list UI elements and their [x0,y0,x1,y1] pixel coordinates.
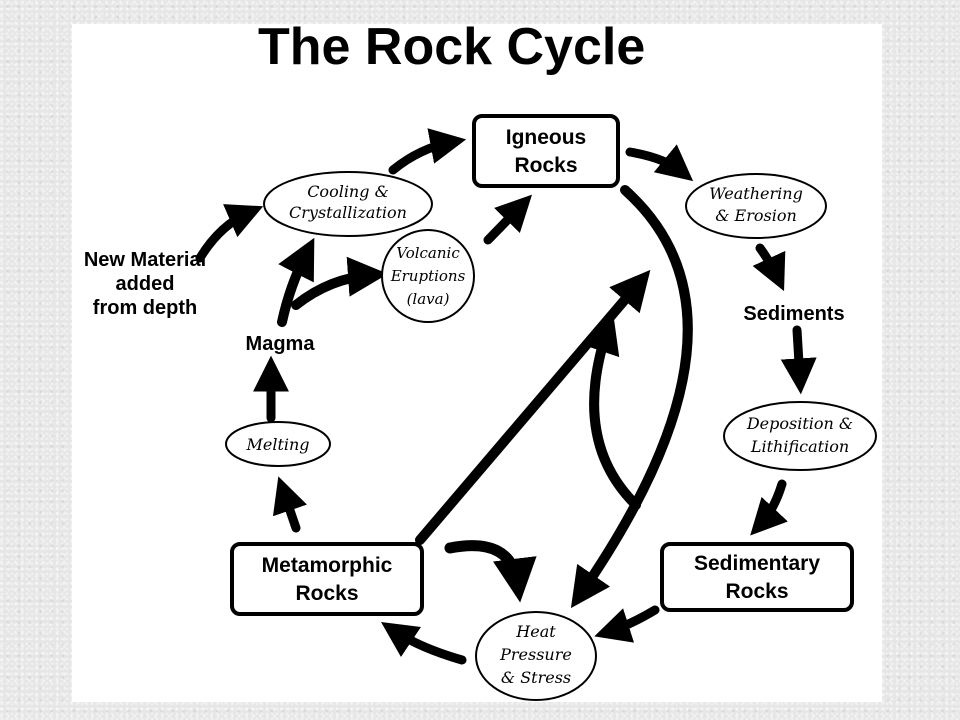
sedimentary-line-2: Rocks [725,580,788,603]
melting-label: Melting [245,435,309,454]
arrow-sediments-to-deposition [780,325,817,395]
sediments-label: Sediments [743,303,844,325]
arrow-new-material-to-cooling [195,204,264,263]
new-material-line-3: from depth [93,297,197,319]
heat-line-3: & Stress [501,668,571,687]
heat-line-2: Pressure [499,645,572,664]
diagram-panel: The Rock Cycle Igneous Rocks Metamorphic… [72,24,882,702]
igneous-line-1: Igneous [506,126,587,149]
arrow-igneous-to-weathering [625,144,694,182]
metamorphic-rocks-box: Metamorphic Rocks [230,542,424,616]
arrow-sedimentary-to-heat [594,605,660,643]
weathering-erosion-oval: Weathering & Erosion [685,173,827,239]
cooling-line-1: Cooling & [307,182,389,201]
arrow-magma-to-volcanic [291,256,388,310]
weathering-line-2: & Erosion [715,206,797,225]
arrow-heat-to-metamorphic [381,622,467,665]
cooling-crystallization-oval: Cooling & Crystallization [263,171,433,237]
igneous-line-2: Rocks [514,154,577,177]
melting-oval: Melting [225,421,331,467]
metamorphic-line-1: Metamorphic [262,554,393,577]
deposition-line-2: Lithification [750,437,849,456]
arrow-sedimentary-to-metamorphism [581,312,641,510]
arrow-cooling-to-igneous [388,128,467,175]
cycle-arrows [195,128,817,665]
new-material-line-1: New Material [84,249,206,271]
arrow-metamorphic-to-heat [444,540,537,603]
cooling-line-2: Crystallization [289,203,407,222]
arrow-volcanic-to-igneous [483,194,533,245]
weathering-line-1: Weathering [709,184,803,203]
heat-line-1: Heat [515,622,556,641]
deposition-line-1: Deposition & [746,414,853,433]
new-material-line-2: added [116,273,175,295]
deposition-lithification-oval: Deposition & Lithification [723,401,877,471]
sedimentary-rocks-box: Sedimentary Rocks [660,542,854,612]
volcanic-line-1: Volcanic [396,244,460,262]
diagram-title: The Rock Cycle [258,24,645,76]
arrow-metamorphic-to-melting [272,476,308,533]
volcanic-eruptions-oval: Volcanic Eruptions (lava) [381,229,475,323]
heat-pressure-stress-oval: Heat Pressure & Stress [475,611,597,701]
igneous-rocks-box: Igneous Rocks [472,114,620,188]
metamorphic-line-2: Rocks [295,582,358,605]
rock-cycle-diagram: The Rock Cycle Igneous Rocks Metamorphic… [84,24,877,701]
sedimentary-line-1: Sedimentary [694,552,820,575]
new-material-label: New Material added from depth [84,249,206,319]
magma-label: Magma [246,333,316,355]
arrow-igneous-to-heat [570,185,693,609]
volcanic-line-3: (lava) [407,290,450,308]
volcanic-line-2: Eruptions [390,267,466,285]
arrow-metamorphic-to-igneous [415,269,651,545]
arrow-magma-to-cooling [277,237,315,327]
arrow-deposition-to-sedimentary [750,479,788,536]
arrow-weathering-to-sediments [752,243,786,292]
